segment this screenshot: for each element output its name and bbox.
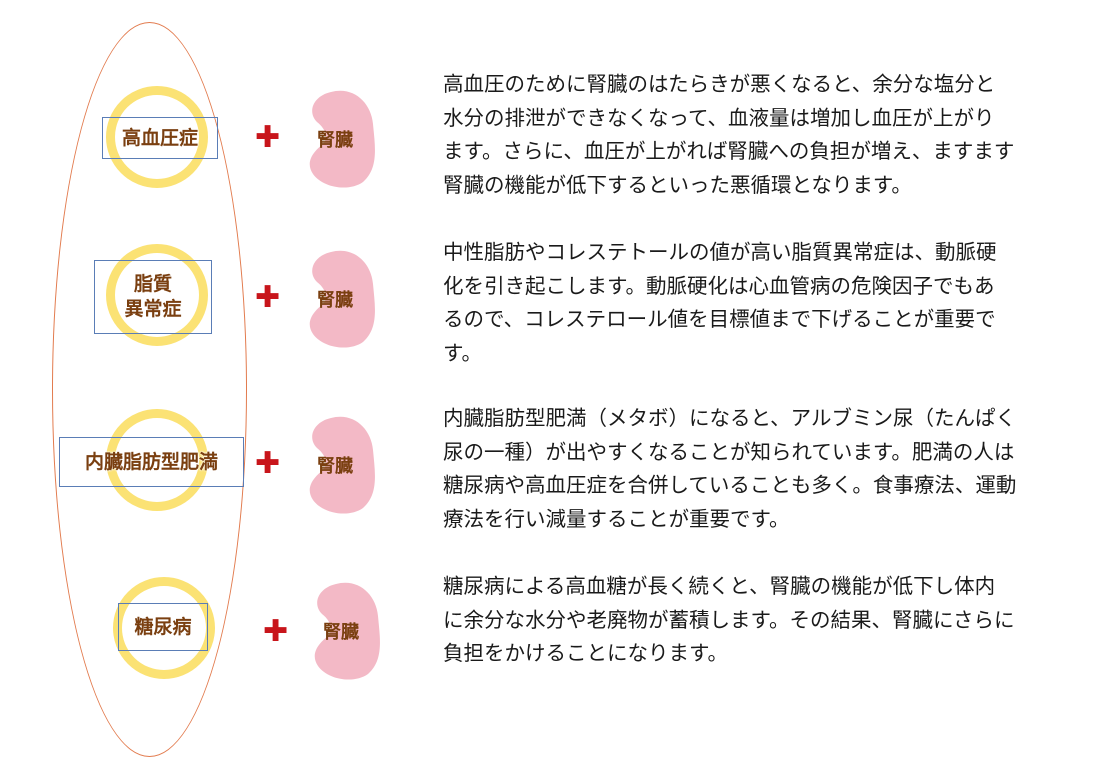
plus-icon: ✚ — [255, 120, 281, 155]
diagram-row-visceral-obesity: 内臓脂肪型肥満 ✚ 腎臓 — [0, 404, 400, 524]
yellow-ring — [106, 409, 208, 511]
diagram-row-hypertension: 高血圧症 ✚ 腎臓 — [0, 78, 400, 198]
diagram-row-diabetes: 糖尿病 ✚ 腎臓 — [0, 572, 400, 692]
condition-text: 高血圧症 — [121, 126, 198, 149]
condition-label: 糖尿病 — [118, 603, 208, 651]
condition-label: 内臓脂肪型肥満 — [59, 437, 244, 487]
condition-label: 高血圧症 — [102, 117, 218, 159]
plus-icon: ✚ — [255, 280, 281, 315]
kidney-label: 腎臓 — [317, 290, 353, 311]
grouping-oval — [52, 22, 247, 757]
yellow-ring — [106, 86, 208, 188]
paragraph-visceral-obesity: 内臓脂肪型肥満（メタボ）になると、アルブミン尿（たんぱく 尿の一種）が出やすくな… — [443, 406, 1017, 531]
yellow-ring — [113, 577, 215, 679]
plus-icon: ✚ — [255, 446, 281, 481]
kidney-icon — [309, 90, 375, 188]
paragraph-diabetes: 糖尿病による高血糖が長く続くと、腎臓の機能が低下し体内 に余分な水分や老廃物が蓄… — [443, 574, 1015, 665]
kidney-icon — [309, 250, 375, 348]
plus-icon: ✚ — [263, 614, 289, 649]
kidney-label: 腎臓 — [317, 456, 353, 477]
paragraph-hypertension: 高血圧のために腎臓のはたらきが悪くなると、余分な塩分と 水分の排泄ができなくなっ… — [443, 72, 1015, 197]
condition-text: 脂質 異常症 — [124, 273, 182, 320]
condition-text: 糖尿病 — [134, 615, 192, 638]
kidney-icon — [309, 416, 375, 514]
diagram-row-dyslipidemia: 脂質 異常症 ✚ 腎臓 — [0, 238, 400, 358]
yellow-ring — [106, 244, 208, 346]
paragraph-dyslipidemia: 中性脂肪やコレステトールの値が高い脂質異常症は、動脈硬 化を引き起こします。動脈… — [443, 240, 997, 365]
condition-label: 脂質 異常症 — [94, 260, 212, 334]
condition-text: 内臓脂肪型肥満 — [84, 450, 218, 473]
kidney-icon — [314, 582, 380, 680]
kidney-label: 腎臓 — [323, 622, 359, 643]
kidney-label: 腎臓 — [317, 130, 353, 151]
